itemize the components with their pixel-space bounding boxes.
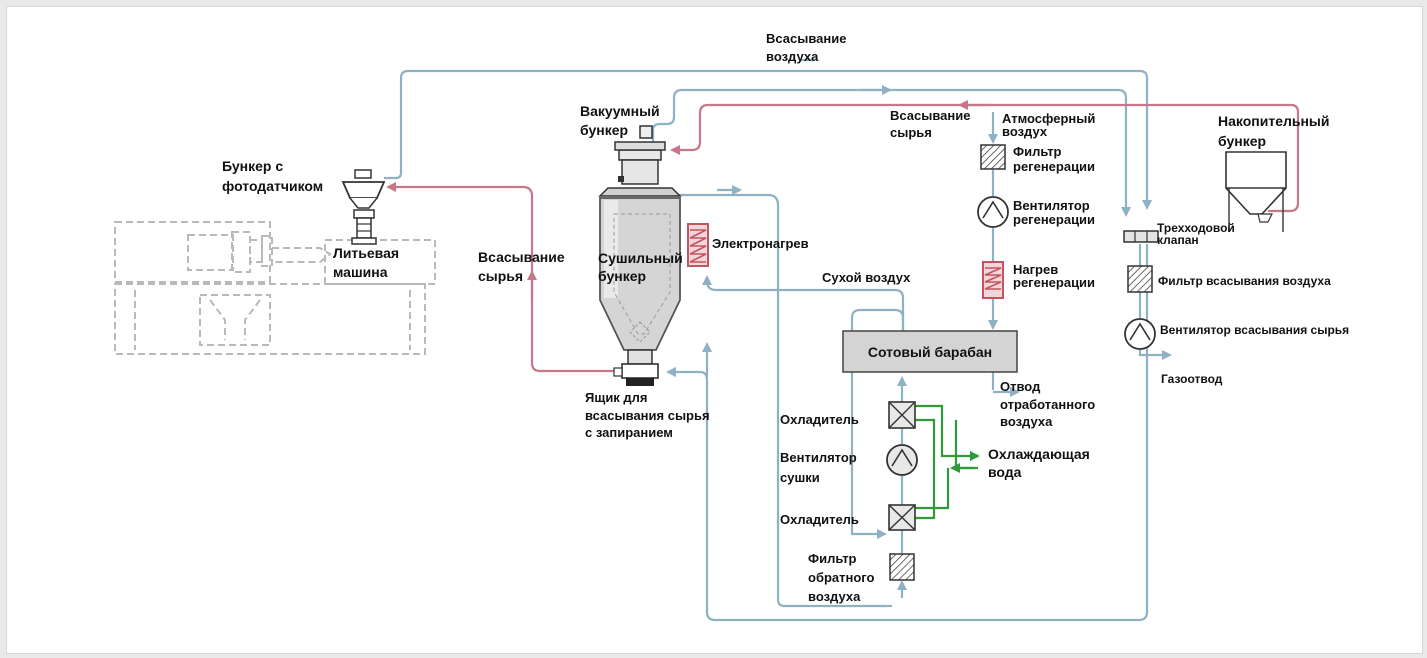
return-air-filter-label: Фильтр обратного воздуха xyxy=(808,551,878,604)
air-suction-filter-label: Фильтр всасывания воздуха xyxy=(1158,274,1331,288)
photo-sensor-hopper xyxy=(341,169,386,245)
air-lines xyxy=(384,58,1172,622)
atmospheric-air-label: Атмосферный воздух xyxy=(1002,111,1099,139)
drying-hopper-label: Сушильный бункер xyxy=(598,250,687,284)
cooler-bottom-label: Охладитель xyxy=(780,512,859,527)
cooler-bottom-symbol xyxy=(888,504,916,531)
storage-hopper-label: Накопительный бункер xyxy=(1218,113,1333,149)
electric-heater-label: Электронагрев xyxy=(712,236,809,251)
material-lines xyxy=(386,100,1300,373)
return-air-filter-symbol xyxy=(889,553,915,581)
three-way-valve-symbol xyxy=(1123,230,1159,243)
regen-filter xyxy=(980,144,1006,170)
injection-machine-outline xyxy=(114,221,436,355)
suction-box-with-lock xyxy=(613,363,659,386)
drying-fan-label: Вентилятор сушки xyxy=(780,450,860,485)
cooler-top-symbol xyxy=(888,401,916,429)
air-suction-top-label: Всасывание воздуха xyxy=(766,31,850,64)
cooling-water-label: Охлаждающая вода xyxy=(988,446,1094,480)
material-suction-fan-symbol xyxy=(1124,318,1156,350)
injection-machine-label: Литьевая машина xyxy=(333,245,403,280)
gas-outlet-label: Газоотвод xyxy=(1161,372,1223,386)
regen-fan-label: Вентилятор регенерации xyxy=(1013,198,1095,227)
photo-hopper-label: Бункер с фотодатчиком xyxy=(222,158,323,194)
regen-filter-label: Фильтр регенерации xyxy=(1013,144,1095,174)
drying-fan-symbol xyxy=(886,444,918,476)
air-suction-filter-symbol xyxy=(1127,265,1153,293)
regen-heater-label: Нагрев регенерации xyxy=(1013,262,1095,290)
drying-hopper xyxy=(598,187,682,365)
regen-fan xyxy=(977,196,1009,228)
storage-hopper xyxy=(1225,151,1287,232)
material-suction-top-label: Всасывание сырья xyxy=(890,108,974,140)
exhaust-air-label: Отвод отработанного воздуха xyxy=(1000,379,1099,429)
dry-air-label: Сухой воздух xyxy=(822,270,911,285)
cooling-water-lines xyxy=(914,404,980,520)
diagram-frame xyxy=(6,6,1423,654)
material-suction-fan-label: Вентилятор всасывания сырья xyxy=(1160,323,1349,337)
three-way-valve-label: Трехходовой клапан xyxy=(1157,221,1238,247)
honeycomb-rotor xyxy=(842,330,1018,373)
suction-box-label: Ящик для всасывания сырья с запиранием xyxy=(585,390,713,440)
electric-heater xyxy=(687,223,709,267)
material-suction-left-label: Всасывание сырья xyxy=(478,249,569,284)
vacuum-hopper-label: Вакуумный бункер xyxy=(580,103,664,138)
cooler-top-label: Охладитель xyxy=(780,412,859,427)
vacuum-hopper xyxy=(614,125,666,185)
regen-heater xyxy=(982,261,1004,299)
honeycomb-rotor-label: Сотовый барабан xyxy=(868,344,992,360)
